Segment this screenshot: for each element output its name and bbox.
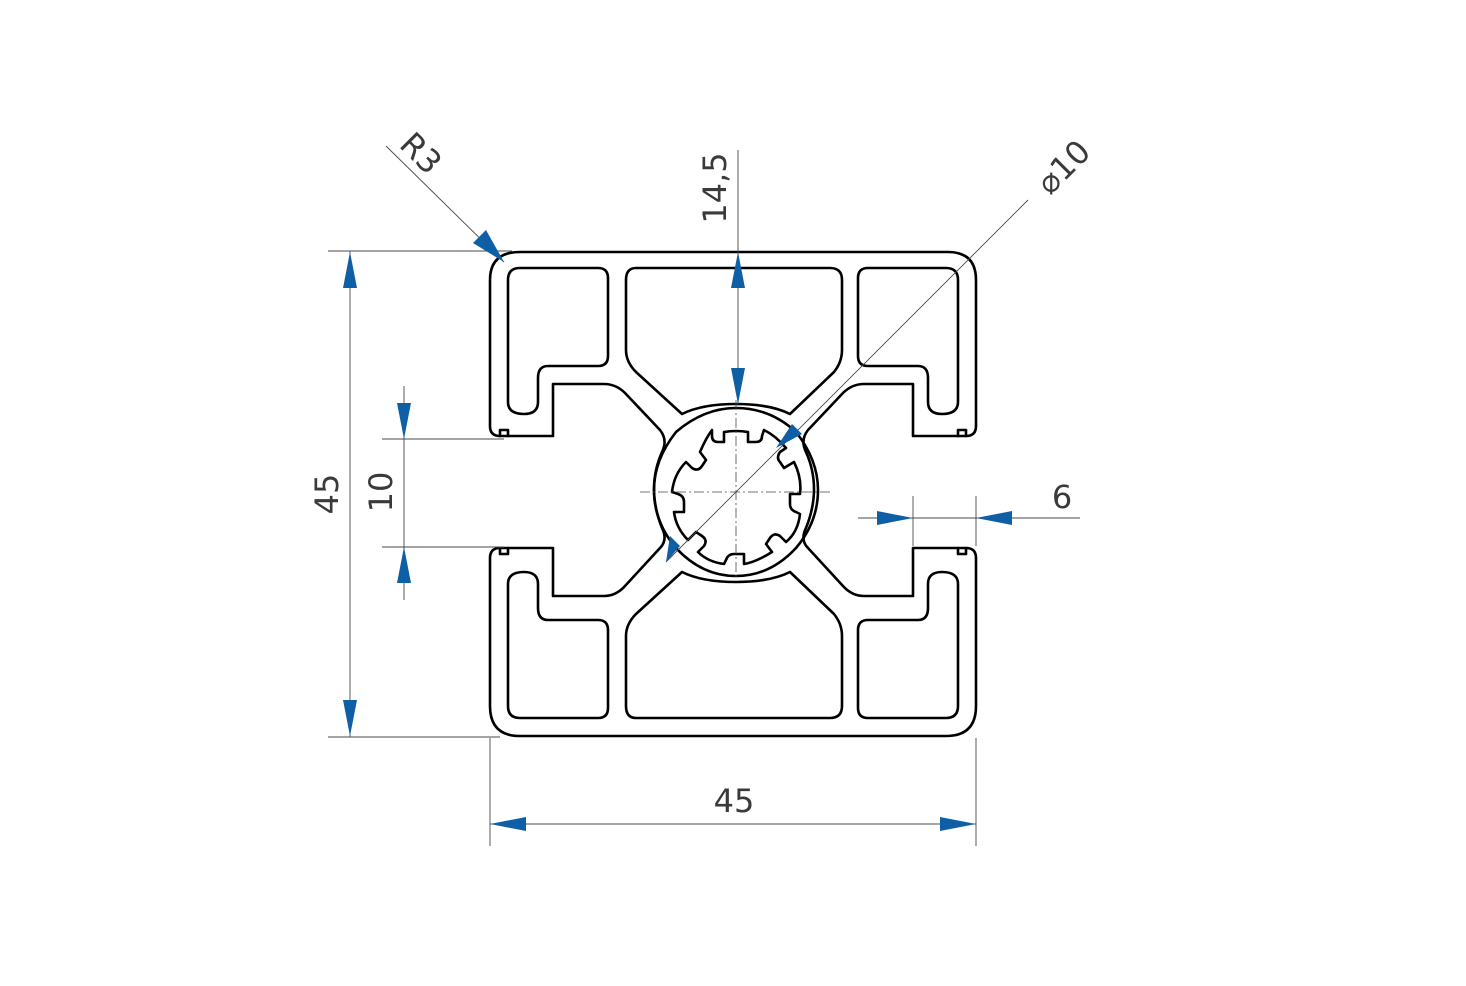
cavity-bottom-middle bbox=[624, 570, 844, 720]
cavity-top-middle bbox=[624, 266, 844, 416]
wall-arrow-left bbox=[877, 511, 913, 525]
height-label: 45 bbox=[308, 474, 346, 515]
height-arrow-bottom bbox=[343, 700, 357, 736]
notch-right-bottom bbox=[956, 546, 968, 556]
diameter-arrow-upper bbox=[776, 424, 802, 448]
notch-left-bottom bbox=[498, 546, 510, 556]
cavity-bottom-right bbox=[856, 570, 960, 720]
slot-width-label: 10 bbox=[362, 472, 400, 513]
profile-outline bbox=[488, 250, 978, 738]
cavity-top-right bbox=[856, 266, 960, 416]
height-arrow-top bbox=[343, 252, 357, 288]
radius-label: R3 bbox=[392, 125, 449, 182]
slot-depth-label: 14,5 bbox=[696, 152, 734, 223]
diameter-arrow-lower bbox=[666, 536, 680, 562]
slot-depth-arrow-bottom bbox=[731, 368, 745, 404]
notch-right-top bbox=[956, 428, 968, 438]
wall-label: 6 bbox=[1052, 478, 1072, 516]
notch-left-top bbox=[498, 428, 510, 438]
diameter-leader-line bbox=[665, 199, 1029, 563]
radius-arrow bbox=[473, 230, 504, 262]
width-label: 45 bbox=[714, 782, 755, 820]
slot-width-arrow-top bbox=[397, 403, 411, 439]
width-arrow-right bbox=[940, 817, 976, 831]
slot-depth-arrow-top bbox=[731, 252, 745, 288]
slot-width-arrow-bottom bbox=[397, 547, 411, 583]
central-bore bbox=[670, 428, 802, 566]
cavity-bottom-left bbox=[506, 570, 610, 720]
diameter-label: ⌀10 bbox=[1029, 132, 1098, 201]
bore-ring bbox=[652, 406, 820, 578]
wall-arrow-right bbox=[976, 511, 1012, 525]
width-arrow-left bbox=[490, 817, 526, 831]
cavity-top-left bbox=[506, 266, 610, 416]
